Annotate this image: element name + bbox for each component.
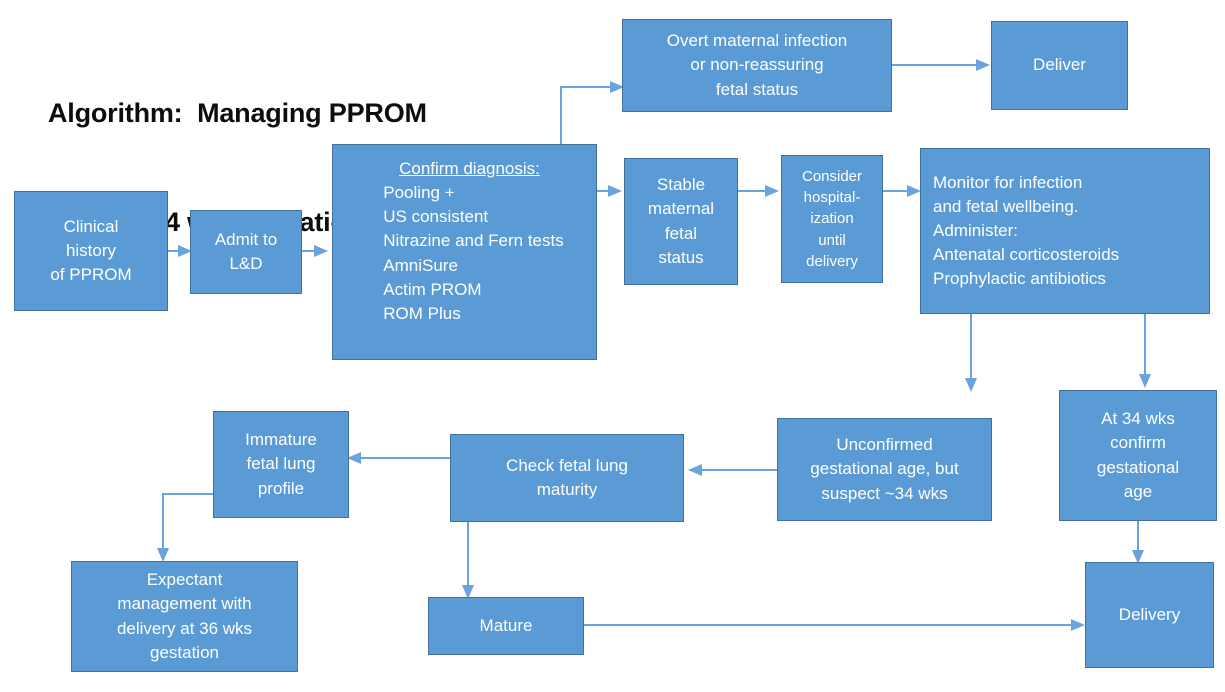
node-confirm-diagnosis-heading: Confirm diagnosis: <box>399 159 540 178</box>
node-expectant-management-label: Expectant management with delivery at 36… <box>116 570 253 662</box>
node-expectant-management[interactable]: Expectant management with delivery at 36… <box>71 561 298 672</box>
node-stable-maternal-fetal-status-label: Stable maternal fetal status <box>647 175 715 267</box>
node-monitor-for-infection[interactable]: Monitor for infection and fetal wellbein… <box>920 148 1210 314</box>
node-admit-to-ld[interactable]: Admit to L&D <box>190 210 302 294</box>
node-confirm-diagnosis-items: Pooling + US consistent Nitrazine and Fe… <box>383 183 564 323</box>
page-title-line-1: Algorithm: Managing PPROM <box>48 97 427 128</box>
node-check-fetal-lung-maturity[interactable]: Check fetal lung maturity <box>450 434 684 522</box>
node-overt-maternal-infection[interactable]: Overt maternal infection or non-reassuri… <box>622 19 892 112</box>
edge-confirm-diagnosis-to-overt-infection <box>560 81 624 146</box>
node-clinical-history-label: Clinical history of PPROM <box>50 216 132 285</box>
node-mature[interactable]: Mature <box>428 597 584 655</box>
node-admit-to-ld-label: Admit to L&D <box>214 229 278 273</box>
node-deliver-label: Deliver <box>1033 55 1086 75</box>
node-confirm-diagnosis[interactable]: Confirm diagnosis: Pooling + US consiste… <box>332 144 597 360</box>
node-monitor-for-infection-label: Monitor for infection and fetal wellbein… <box>933 172 1120 289</box>
node-unconfirmed-gestational-age[interactable]: Unconfirmed gestational age, but suspect… <box>777 418 992 521</box>
node-stable-maternal-fetal-status[interactable]: Stable maternal fetal status <box>624 158 738 285</box>
node-consider-hospitalization[interactable]: Consider hospital- ization until deliver… <box>781 155 883 283</box>
node-overt-maternal-infection-label: Overt maternal infection or non-reassuri… <box>666 31 848 99</box>
node-clinical-history[interactable]: Clinical history of PPROM <box>14 191 168 311</box>
node-delivery-label: Delivery <box>1118 604 1181 624</box>
node-delivery[interactable]: Delivery <box>1085 562 1214 668</box>
node-deliver[interactable]: Deliver <box>991 21 1128 110</box>
node-unconfirmed-gestational-age-label: Unconfirmed gestational age, but suspect… <box>810 435 959 503</box>
node-at-34-wks-confirm-label: At 34 wks confirm gestational age <box>1096 409 1180 501</box>
node-immature-fetal-lung-profile[interactable]: Immature fetal lung profile <box>213 411 349 518</box>
node-at-34-wks-confirm[interactable]: At 34 wks confirm gestational age <box>1059 390 1217 521</box>
node-immature-fetal-lung-profile-label: Immature fetal lung profile <box>245 430 317 498</box>
node-check-fetal-lung-maturity-label: Check fetal lung maturity <box>506 455 628 499</box>
node-consider-hospitalization-label: Consider hospital- ization until deliver… <box>801 167 863 270</box>
node-mature-label: Mature <box>479 615 533 635</box>
edge-immature-profile-to-expectant-management <box>157 493 213 562</box>
